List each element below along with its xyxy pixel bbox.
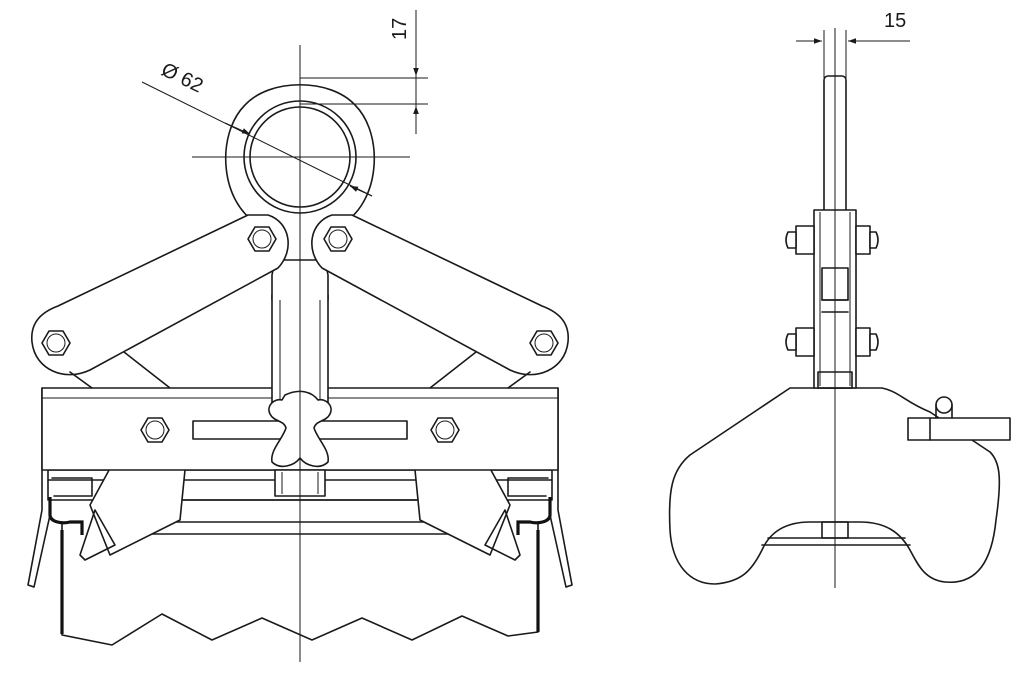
- diameter-label: Ø 62: [158, 59, 207, 98]
- dimension-height: 17: [300, 10, 428, 134]
- side-view: [668, 28, 1011, 588]
- hex-bolt-crossbar-left: [140, 417, 170, 443]
- height-label: 17: [389, 18, 411, 40]
- dimension-width: 15: [796, 10, 910, 78]
- front-view: [27, 45, 573, 662]
- left-arm: [31, 214, 289, 389]
- side-bolt-lower: [785, 327, 879, 357]
- width-label: 15: [884, 10, 906, 32]
- side-bolt-upper: [785, 225, 879, 255]
- pipe-section: [60, 522, 540, 646]
- hex-bolt-upper-left: [247, 226, 277, 252]
- hex-bolt-crossbar-right: [430, 417, 460, 443]
- side-tab: [907, 396, 1011, 441]
- hex-bolt-upper-right: [323, 226, 353, 252]
- hex-bolt-left-end: [41, 330, 71, 356]
- hex-bolt-right-end: [529, 330, 559, 356]
- right-arm: [311, 214, 569, 389]
